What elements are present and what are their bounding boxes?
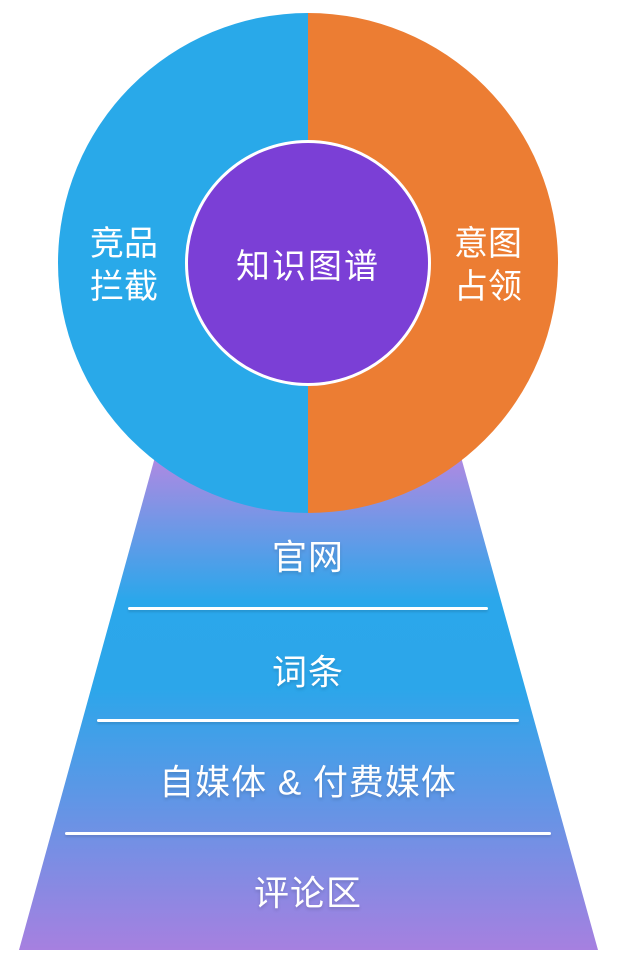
divider-line-2: [97, 719, 519, 722]
segment-label-intent-occupation: 意图 占领: [454, 223, 522, 309]
donut-ring: 竞品 拦截 意图 占领 知识图谱: [58, 13, 558, 513]
divider-line-3: [65, 832, 551, 835]
segment-label-line: 意图: [454, 224, 522, 263]
funnel-level-comment-section: 评论区: [253, 874, 363, 914]
center-node-label: 知识图谱: [236, 247, 380, 286]
center-node-knowledge-graph: 知识图谱: [185, 140, 431, 386]
divider-line-1: [128, 607, 488, 610]
funnel-level-official-site: 官网: [271, 538, 345, 578]
segment-label-line: 拦截: [90, 268, 158, 306]
funnel-level-wiki-entry: 词条: [271, 653, 345, 693]
funnel-level-owned-paid-media: 自媒体 & 付费媒体: [159, 763, 457, 803]
funnel-trapezoid: 官网 词条 自媒体 & 付费媒体 评论区: [19, 457, 598, 950]
segment-label-line: 竞品: [90, 224, 158, 263]
segment-label-line: 占领: [454, 268, 522, 306]
segment-label-competitor-interception: 竞品 拦截: [90, 223, 158, 309]
